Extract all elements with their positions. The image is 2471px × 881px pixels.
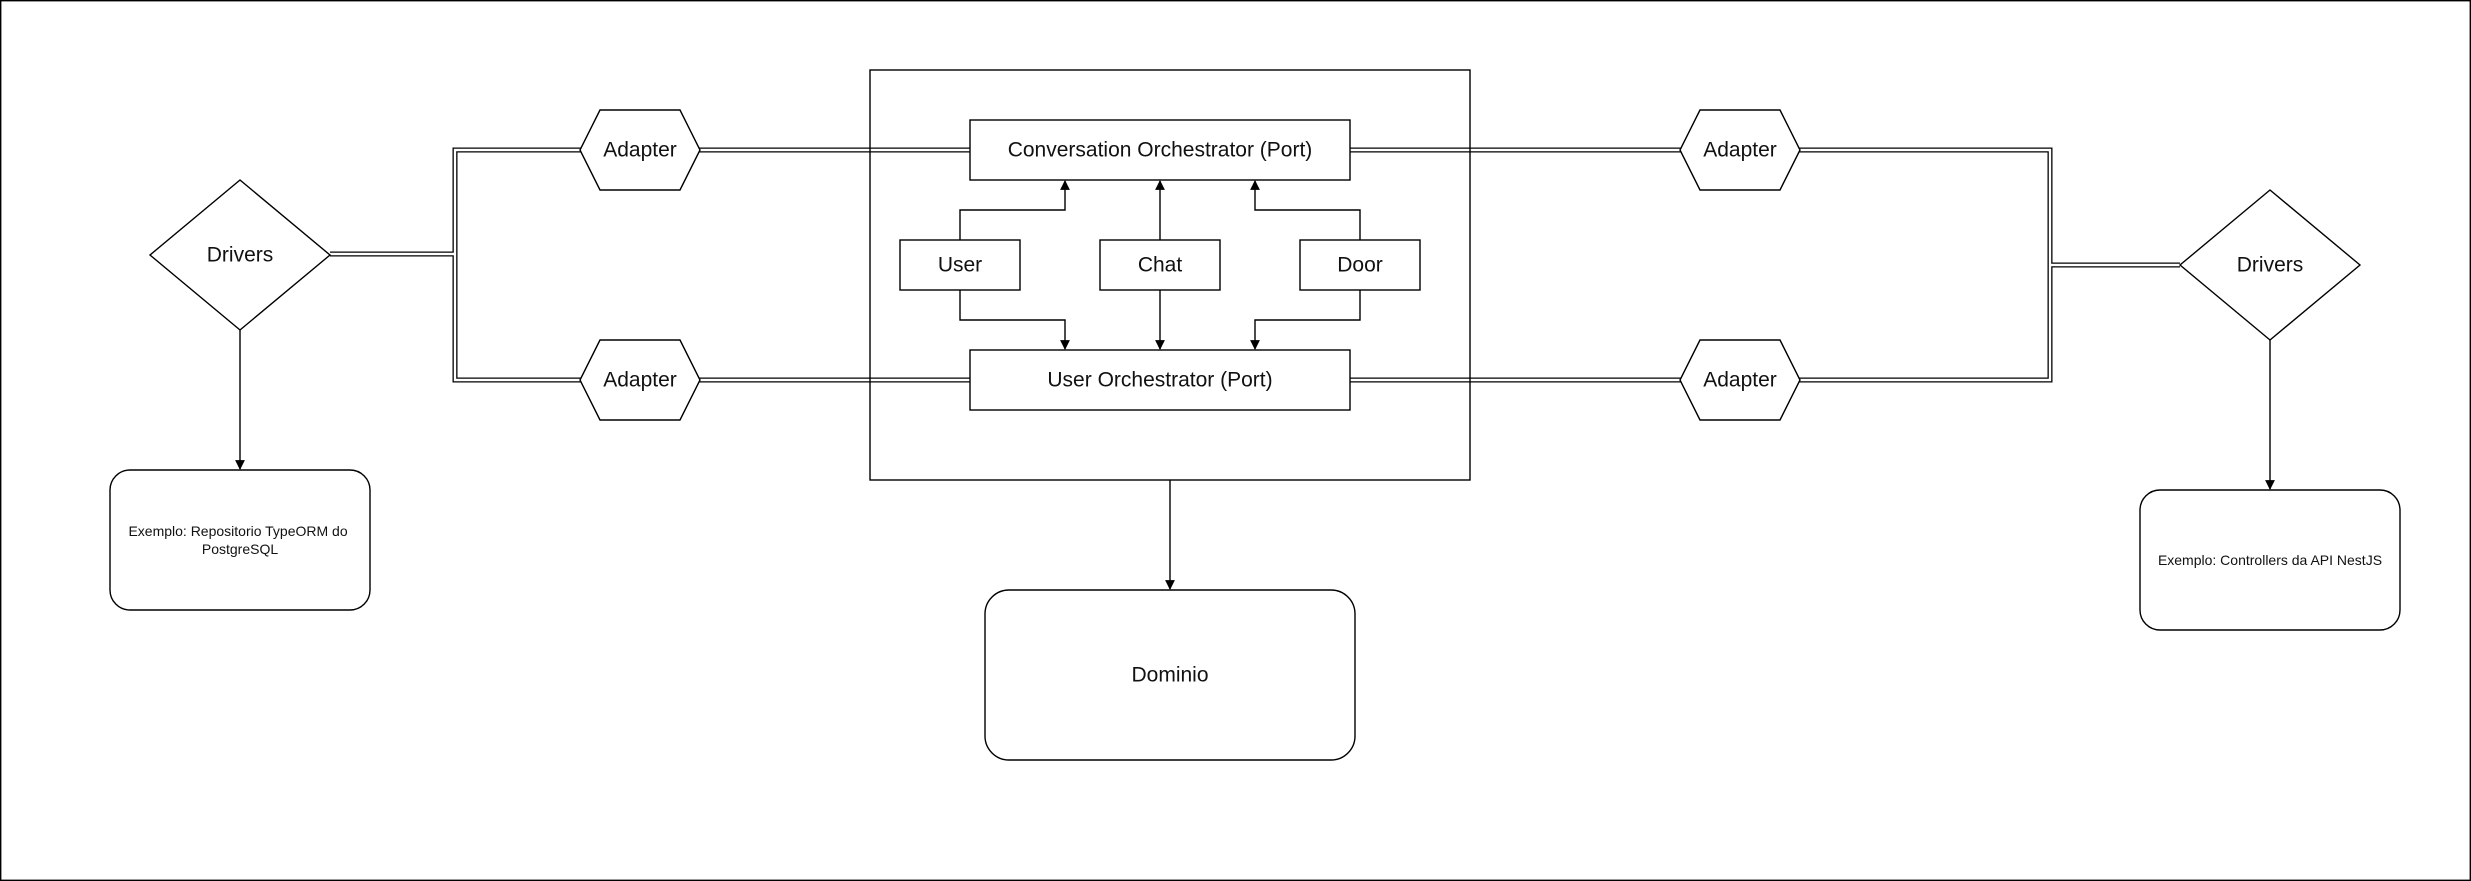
adapter-bottom-left-node[interactable]: Adapter <box>579 339 701 421</box>
right-drivers-node[interactable]: Drivers <box>2178 189 2362 341</box>
left-drivers-label: Drivers <box>207 244 274 267</box>
adapter-top-left-node[interactable]: Adapter <box>579 109 701 191</box>
user-entity-node[interactable]: User <box>899 239 1021 291</box>
adapter-bottom-left-label: Adapter <box>603 369 677 392</box>
right-driver-connectors <box>1798 147 2180 383</box>
door-entity-label: Door <box>1337 254 1383 277</box>
user-orchestrator-label: User Orchestrator (Port) <box>1047 369 1272 392</box>
door-entity-node[interactable]: Door <box>1299 239 1421 291</box>
adapter-bottom-right-label: Adapter <box>1703 369 1777 392</box>
adapter-top-left-label: Adapter <box>603 139 677 162</box>
user-entity-label: User <box>938 254 982 277</box>
entity-arrows <box>959 180 1361 350</box>
example-right-label: Exemplo: Controllers da API NestJS <box>2158 552 2382 568</box>
example-left-node[interactable]: Exemplo: Repositorio TypeORM do PostgreS… <box>109 469 371 611</box>
example-left-line-1: Exemplo: Repositorio TypeORM do <box>128 523 347 539</box>
adapter-bottom-right-node[interactable]: Adapter <box>1679 339 1801 421</box>
dominio-label: Dominio <box>1131 664 1208 687</box>
example-left-line-2: PostgreSQL <box>202 541 278 557</box>
left-drivers-node[interactable]: Drivers <box>148 179 332 331</box>
left-driver-connectors <box>330 147 582 383</box>
chat-entity-node[interactable]: Chat <box>1099 239 1221 291</box>
adapter-top-right-label: Adapter <box>1703 139 1777 162</box>
chat-entity-label: Chat <box>1138 254 1183 277</box>
right-port-to-adapter-connectors <box>1350 147 1682 383</box>
right-drivers-label: Drivers <box>2237 254 2304 277</box>
user-orchestrator-port[interactable]: User Orchestrator (Port) <box>969 349 1351 411</box>
conversation-orchestrator-label: Conversation Orchestrator (Port) <box>1008 139 1313 162</box>
example-left-label: Exemplo: Repositorio TypeORM do PostgreS… <box>128 523 351 557</box>
adapter-top-right-node[interactable]: Adapter <box>1679 109 1801 191</box>
left-adapter-to-port-connectors <box>698 147 970 383</box>
example-right-node[interactable]: Exemplo: Controllers da API NestJS <box>2139 489 2401 631</box>
dominio-node[interactable]: Dominio <box>984 589 1356 761</box>
conversation-orchestrator-port[interactable]: Conversation Orchestrator (Port) <box>969 119 1351 181</box>
